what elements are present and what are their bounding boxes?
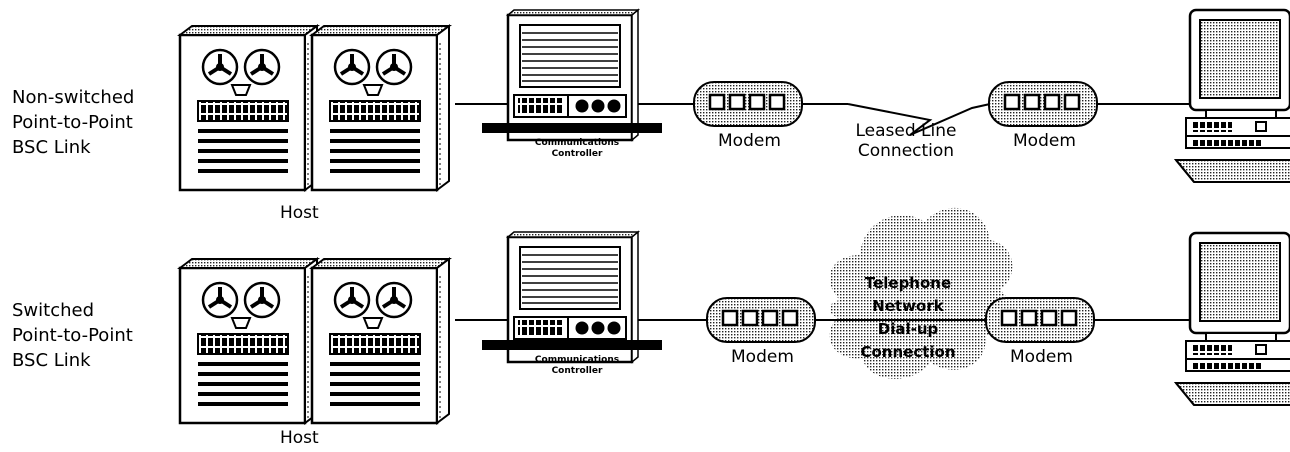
- side-label-line: BSC Link: [12, 137, 91, 158]
- controller-label-2: Communications Controller: [512, 355, 642, 377]
- row-1-cabling: [455, 103, 1190, 136]
- controller-label-line: Communications: [534, 355, 620, 365]
- controller-label-line: Controller: [551, 149, 603, 159]
- modem-right-1: [987, 80, 1099, 128]
- side-label-line: Switched: [12, 300, 95, 321]
- host-label-1: Host: [280, 203, 319, 223]
- cloud-label-line: Dial-up: [877, 320, 939, 338]
- terminal-1: [1174, 8, 1290, 184]
- cloud-label-line: Telephone: [864, 274, 952, 292]
- host-cabinet-1b: [312, 26, 449, 190]
- side-label-line: Point-to-Point: [12, 325, 133, 346]
- modem-right-2: [984, 296, 1096, 344]
- telephone-network-label: Telephone Network Dial-up Connection: [848, 272, 968, 364]
- terminal-2: [1174, 231, 1290, 407]
- host-label-2: Host: [280, 428, 319, 448]
- telephone-network-cloud: [829, 207, 1013, 379]
- host-cabinet-2a: [180, 259, 317, 423]
- row-1-side-label: Non-switched Point-to-Point BSC Link: [12, 85, 134, 160]
- cloud-label-line: Connection: [860, 343, 956, 361]
- cloud-label-line: Network: [872, 297, 944, 315]
- modem-left-2: [705, 296, 817, 344]
- side-label-line: BSC Link: [12, 350, 91, 371]
- channel-bar-1: [482, 123, 662, 133]
- channel-bar-2: [482, 340, 662, 350]
- controller-label-1: Communications Controller: [512, 138, 642, 160]
- row-2-side-label: Switched Point-to-Point BSC Link: [12, 298, 133, 373]
- connection-label-line: Leased Line: [855, 121, 957, 141]
- host-cabinet-1a: [180, 26, 317, 190]
- modem-left-1: [692, 80, 804, 128]
- controller-label-line: Controller: [551, 366, 603, 376]
- modem-right-label-2: Modem: [1010, 347, 1073, 367]
- side-label-line: Point-to-Point: [12, 112, 133, 133]
- controller-label-line: Communications: [534, 138, 620, 148]
- modem-left-label-2: Modem: [731, 347, 794, 367]
- connection-label-line: Connection: [857, 141, 955, 161]
- communications-controller-1: [506, 8, 640, 142]
- leased-line-label: Leased Line Connection: [846, 121, 966, 161]
- modem-left-label-1: Modem: [718, 131, 781, 151]
- modem-right-label-1: Modem: [1013, 131, 1076, 151]
- host-cabinet-2b: [312, 259, 449, 423]
- side-label-line: Non-switched: [12, 87, 135, 108]
